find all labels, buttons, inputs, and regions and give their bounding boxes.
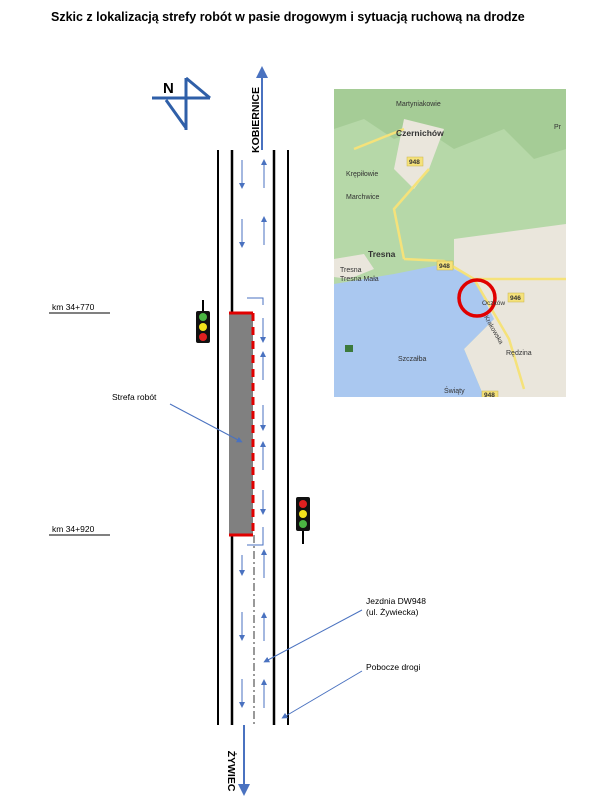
map-label-tresna-mala: Tresna Mała	[340, 276, 379, 283]
map-road-badge-946: 946	[510, 295, 521, 302]
map-road-badge-948-b: 948	[439, 263, 450, 270]
map-label-marchwice: Marchwice	[346, 194, 380, 201]
map-label-krepilowie: Krępiłowie	[346, 171, 378, 178]
km-end-label: km 34+920	[52, 524, 95, 534]
map-label-tresna: Tresna	[368, 249, 396, 259]
map-label-redzina: Rędzina	[506, 350, 532, 357]
shoulder-label: Pobocze drogi	[366, 662, 421, 672]
location-marker	[457, 278, 497, 318]
roadway-label-line1: Jezdnia DW948	[366, 596, 427, 606]
north-arrow-icon	[152, 76, 211, 130]
map-label-szczalba: Szczałba	[398, 356, 427, 363]
work-zone-barrier	[229, 311, 255, 537]
lake	[334, 264, 494, 397]
map-label-tresna-mala-1: Tresna	[340, 267, 362, 274]
compass-letter: N	[163, 80, 174, 97]
work-zone-label: Strefa robót	[112, 392, 157, 402]
map-label-pr: Pr	[554, 124, 562, 131]
map-label-martyniakowie: Martyniakowie	[396, 101, 441, 108]
direction-label-north: KOBIERNICE	[250, 87, 262, 153]
detour-arrows	[247, 297, 266, 546]
lock-icon	[345, 345, 353, 352]
work-zone	[229, 313, 253, 535]
direction-label-south: ŻYWIEC	[225, 750, 237, 792]
map-road-badge-948-a: 948	[409, 159, 420, 166]
traffic-light-north	[196, 300, 210, 343]
km-start-label: km 34+770	[52, 302, 95, 312]
map-label-swiaty: Świąty	[444, 386, 465, 395]
map-label-czernichow: Czernichów	[396, 128, 444, 138]
roadway-label-line2: (ul. Żywiecka)	[366, 607, 419, 617]
map-road-badge-948-c: 948	[484, 392, 495, 397]
leader-lines	[169, 403, 363, 719]
location-map: Martyniakowie Czernichów Krępiłowie Marc…	[334, 89, 566, 397]
page-title: Szkic z lokalizacją strefy robót w pasie…	[51, 10, 525, 24]
map-label-oczkow: Oczków	[482, 300, 505, 307]
traffic-light-south	[296, 497, 310, 544]
